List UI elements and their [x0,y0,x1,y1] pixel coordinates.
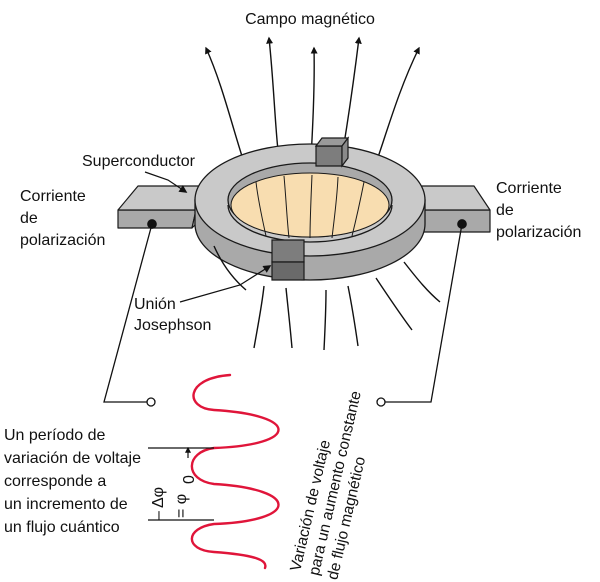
formula-delta-phi: Δφ [150,487,167,508]
bias-right-line-3: polarización [496,224,581,241]
superconducting-ring [194,143,426,281]
bias-wires [103,219,467,407]
period-note-line-2: variación de voltaje [4,450,141,467]
field-lines-through-disc [255,174,365,239]
bias-left-line-1: Corriente [20,188,86,205]
bias-right-line-1: Corriente [496,180,562,197]
josephson-junction-back [314,136,350,168]
field-lines-bottom [213,245,441,351]
period-note-line-3: corresponde a [4,473,106,490]
josephson-junction-front [271,239,305,281]
period-note-line-4: un incremento de [4,496,128,513]
formula-equals-phi: = φ [173,494,190,518]
bias-right-line-2: de [496,202,514,219]
bias-left-line-2: de [20,210,38,227]
leader-lines [144,171,272,303]
period-bracket [148,446,214,521]
field-label: Campo magnético [245,11,375,28]
voltage-caption: Variación de voltaje para un aumento con… [287,389,369,581]
junction-label-line-2: Josephson [134,317,211,334]
bias-left-line-3: polarización [20,232,105,249]
formula-minus: – [150,511,167,520]
right-terminal [376,397,386,407]
period-note-line-1: Un período de [4,427,106,444]
voltage-wave [190,373,280,570]
period-note-line-5: un flujo cuántico [4,519,120,536]
junction-leader [179,265,272,303]
flux-formula: – Δφ = φ 0 [150,475,198,520]
superconductor-leader [144,171,188,193]
formula-subscript: 0 [181,475,198,484]
superconductor-label: Superconductor [82,153,196,170]
left-terminal [146,397,156,407]
junction-label-line-1: Unión [134,296,176,313]
